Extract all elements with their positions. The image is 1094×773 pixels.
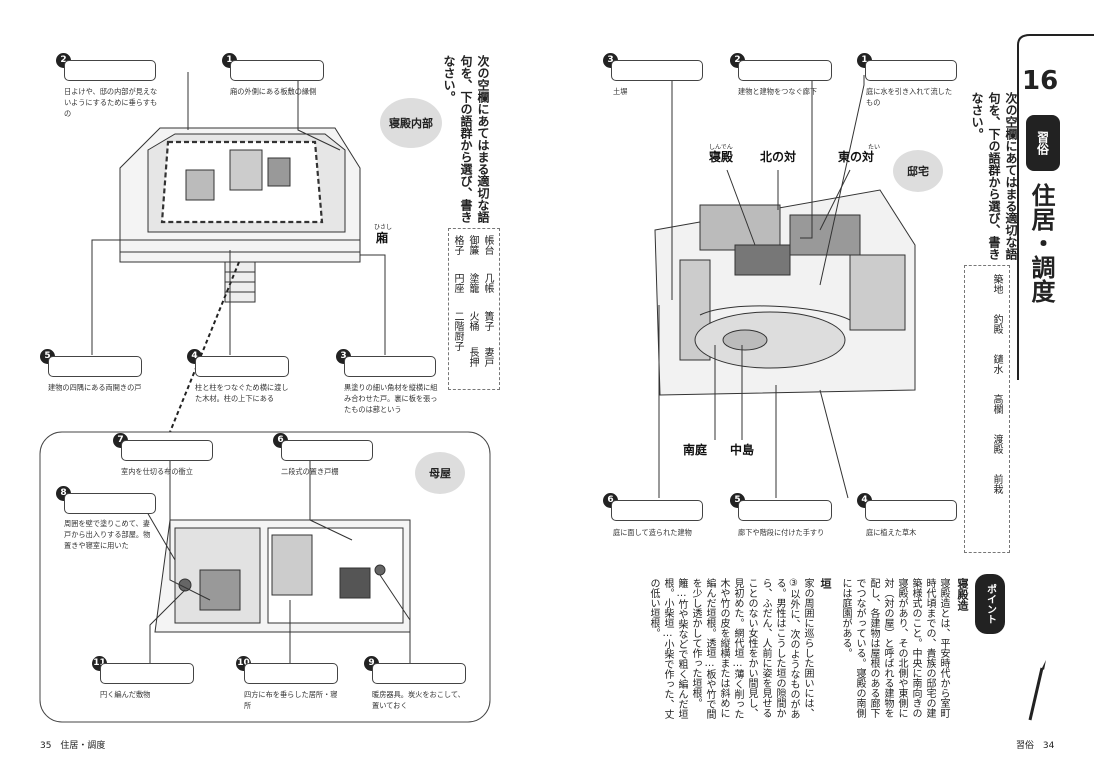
chapter-tag-badge: 習俗 [1026, 115, 1060, 171]
r-answer-box-4[interactable] [865, 500, 957, 521]
label-shinden: 寝殿 [709, 150, 734, 164]
answer-box-4[interactable] [195, 356, 289, 377]
r-wb-word-6: 前栽 [991, 474, 1002, 494]
badge-moya: 母屋 [415, 452, 465, 494]
answer-box-10[interactable] [244, 663, 338, 684]
ruby-shinden: しんでん [709, 144, 733, 151]
left-page-number: 35 [40, 741, 52, 751]
item-11-desc: 円く編んだ敷物 [100, 690, 151, 699]
right-page-number: 34 [1042, 741, 1055, 751]
r-answer-box-5[interactable] [738, 500, 832, 521]
item-7-desc: 室内を仕切る布の衝立 [121, 467, 193, 476]
r-item-6-desc: 庭に面して造られた建物 [613, 528, 692, 537]
point-body: 寝殿造とは、平安時代から室町時代頃までの、貴族の邸宅の建築様式のこと。中央に南向… [840, 578, 949, 718]
label-nantei: 南庭 [683, 443, 708, 457]
label-hisashi: 廂 [376, 231, 389, 245]
point-label: ポイント [984, 584, 996, 624]
badge-estate: 邸宅 [893, 150, 943, 192]
answer-box-3[interactable] [344, 356, 436, 377]
item-5-desc: 建物の四隅にある両開きの戸 [48, 383, 142, 392]
label-nakajima: 中島 [730, 443, 755, 457]
answer-box-5[interactable] [48, 356, 142, 377]
r-item-1-desc: 庭に水を引き入れて流したもの [866, 87, 953, 107]
answer-box-2[interactable] [64, 60, 156, 81]
shinden-interior-illustration [119, 127, 361, 303]
kaki-body: 家の周囲に巡らした囲いには、③以外に、次のようなものがある。男性はこうした垣の隙… [648, 578, 813, 719]
r-wb-word-2: 釣殿 [991, 314, 1002, 334]
right-footer-tag: 習俗 [1016, 741, 1035, 751]
item-4-desc: 柱と柱をつなぐため横に渡した木材。柱の上下にある [195, 383, 289, 403]
r-answer-box-2[interactable] [738, 60, 832, 81]
right-word-bank: 築地 釣殿 鑓水 高欄 渡殿 前栽 [964, 265, 1010, 553]
chapter-title: 住居・調度 [1027, 183, 1055, 303]
badge-shinden-interior: 寝殿内部 [380, 98, 442, 148]
r-wb-word-1: 築地 [991, 274, 1002, 294]
r-item-4-desc: 庭に植えた草木 [866, 528, 917, 537]
left-instruction: 次の空欄にあてはまる適切な語句を、下の語群から選び、書きなさい。 [442, 55, 490, 223]
chapter-tag: 習俗 [1035, 131, 1050, 155]
r-answer-box-3[interactable] [611, 60, 703, 81]
r-wb-word-5: 渡殿 [991, 434, 1002, 454]
r-answer-box-1[interactable] [865, 60, 957, 81]
wb-word-9: 格子 [452, 235, 463, 255]
wb-word-1: 帳台 [482, 235, 493, 255]
wb-word-8: 長押 [467, 347, 478, 367]
item-3-desc: 黒塗りの細い角材を縦横に組み合わせた戸。裏に板を張ったものは蔀という [344, 383, 438, 414]
answer-box-6[interactable] [281, 440, 373, 461]
r-wb-word-3: 鑓水 [991, 354, 1002, 374]
ruby-tai: たい [868, 144, 881, 151]
item-9-desc: 暖房器具。炭火をおこして、置いておく [372, 690, 465, 710]
answer-box-11[interactable] [100, 663, 194, 684]
wb-word-7: 火桶 [467, 311, 478, 331]
wb-word-3: 簀子 [482, 311, 493, 331]
left-word-bank: 帳台 几帳 簀子 妻戸 御簾 塗籠 火桶 長押 格子 円座 二階厨子 [448, 228, 500, 390]
chapter-number: 16 [1022, 66, 1059, 96]
left-footer: 35 住居・調度 [40, 738, 105, 751]
r-item-3-desc: 土塀 [613, 87, 628, 96]
point-badge: ポイント [975, 574, 1005, 634]
label-kita-no-tai: 北の対 [760, 150, 797, 164]
right-instruction: 次の空欄にあてはまる適切な語句を、下の語群から選び、書きなさい。 [970, 92, 1018, 260]
item-2-desc: 日よけや、邸の内部が見えないようにするために垂らすもの [64, 87, 158, 118]
r-item-2-desc: 建物と建物をつなぐ廊下 [738, 87, 818, 96]
wb-word-4: 妻戸 [482, 347, 493, 367]
answer-box-1[interactable] [230, 60, 324, 81]
left-footer-title: 住居・調度 [60, 741, 106, 751]
wb-word-5: 御簾 [467, 235, 478, 255]
item-10-desc: 四方に布を垂らした居所・寝所 [244, 690, 338, 710]
answer-box-7[interactable] [121, 440, 213, 461]
item-8-desc: 周囲を壁で塗りこめて、妻戸から出入りする部屋。物置きや寝室に用いた [64, 519, 151, 550]
wb-word-11: 二階厨子 [452, 311, 463, 351]
right-footer: 習俗 34 [1016, 738, 1054, 751]
kaki-heading: 垣 [819, 578, 832, 589]
answer-box-9[interactable] [372, 663, 466, 684]
r-wb-word-4: 高欄 [991, 394, 1002, 414]
item-1-desc: 廂の外側にある板敷の縁側 [230, 87, 317, 96]
item-6-desc: 二段式の置き戸棚 [281, 467, 339, 476]
ruby-hisashi: ひさし [374, 224, 393, 231]
wb-word-10: 円座 [452, 273, 463, 293]
r-answer-box-6[interactable] [611, 500, 703, 521]
wb-word-2: 几帳 [482, 273, 493, 293]
label-higashi-no-tai: 東の対 [838, 150, 875, 164]
answer-box-8[interactable] [64, 493, 156, 514]
point-heading: 寝殿造 [956, 578, 969, 611]
r-item-5-desc: 廊下や階段に付けた手すり [738, 528, 825, 537]
chapter-frame [1017, 34, 1094, 380]
wb-word-6: 塗籠 [467, 273, 478, 293]
